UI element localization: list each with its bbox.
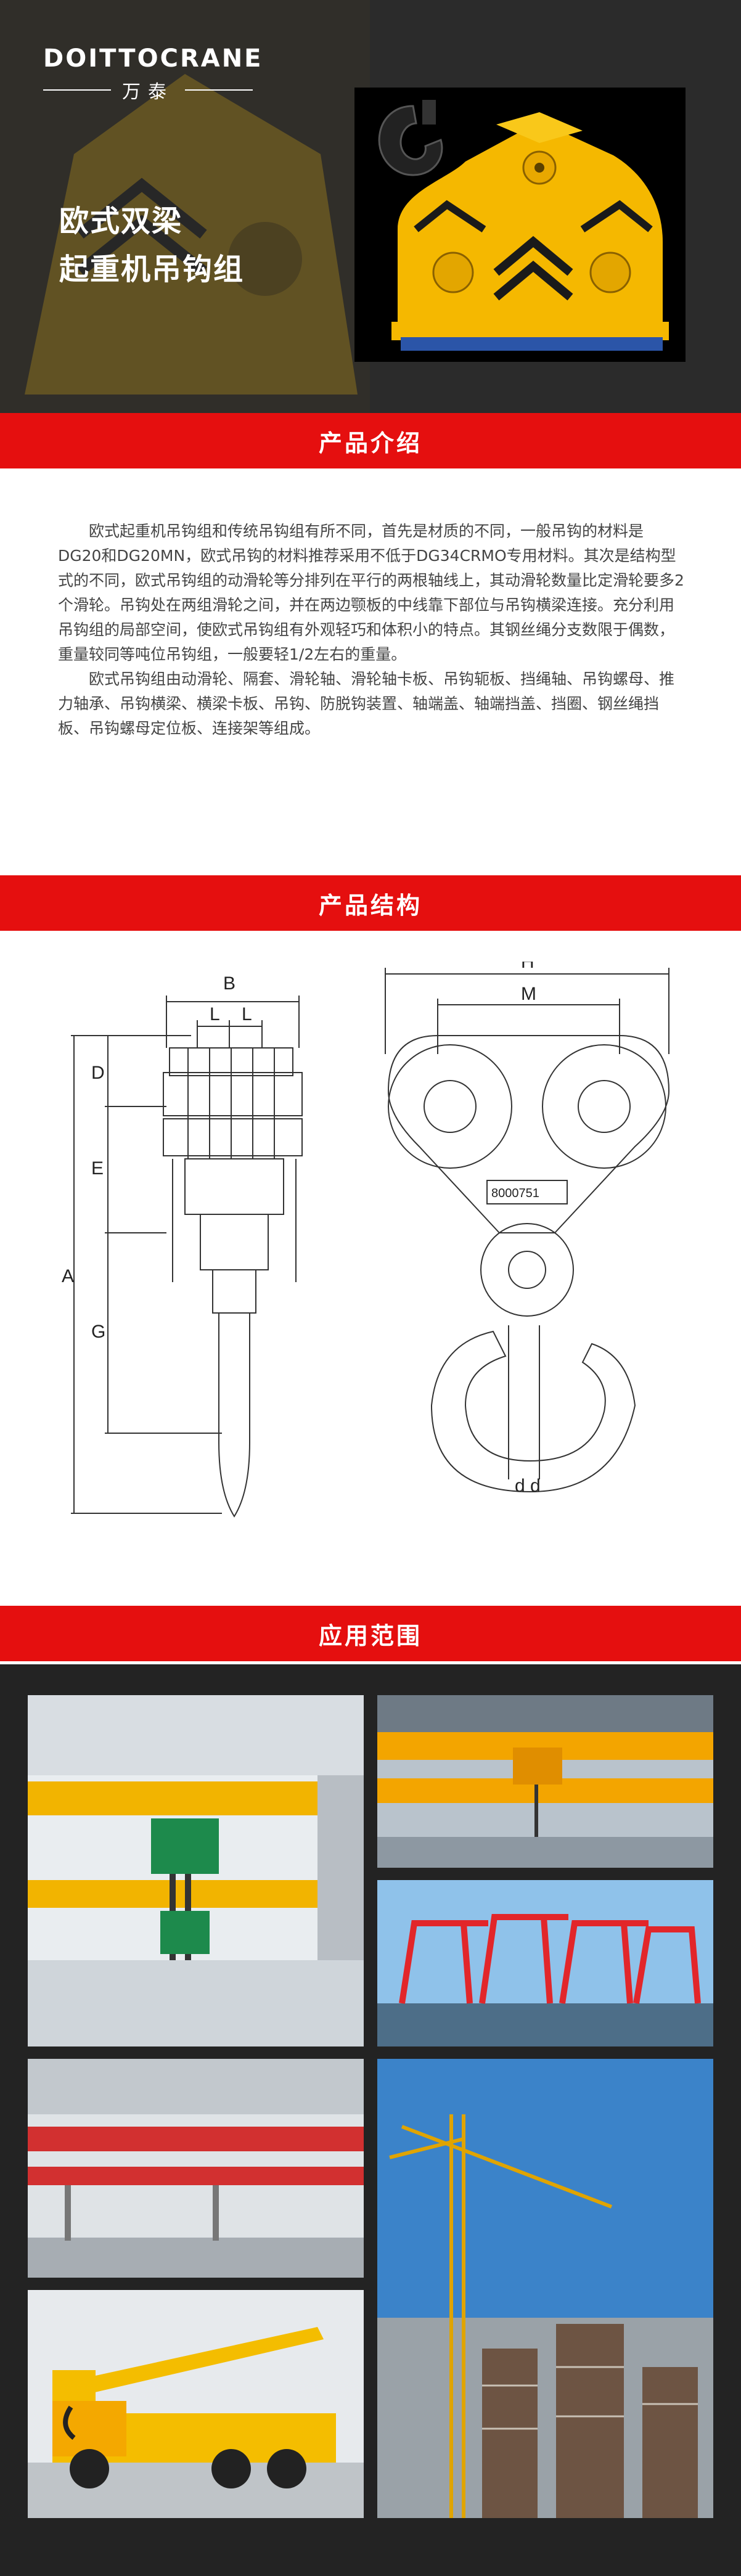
dim-label-E: E <box>91 1158 104 1179</box>
hero-banner: DOITTOCRANE 万泰 欧式双梁 起重机吊钩组 <box>0 0 741 413</box>
dim-label-H: H <box>521 962 534 972</box>
dim-label-d: d <box>530 1476 541 1496</box>
photo-factory-crane <box>28 2059 364 2278</box>
hero-title: 欧式双梁 起重机吊钩组 <box>59 197 244 293</box>
section-header-structure: 产品结构 <box>0 875 741 931</box>
dim-label-L: L <box>242 1004 252 1024</box>
dim-label-L: L <box>210 1004 220 1024</box>
intro-paragraph: 欧式吊钩组由动滑轮、隔套、滑轮轴、滑轮轴卡板、吊钩轭板、挡绳轴、吊钩螺母、推力轴… <box>58 670 675 737</box>
dim-label-G: G <box>91 1322 105 1342</box>
brand-name-cn: 万泰 <box>122 81 174 103</box>
application-gallery <box>0 1664 741 2576</box>
nameplate-text: 8000751 <box>491 1187 539 1200</box>
section-title: 产品介绍 <box>318 429 422 457</box>
photo-overhead-crane <box>377 1695 713 1868</box>
structure-diagram: B L L D E A G H M d d 8000751 <box>62 962 670 1518</box>
brand-name-en: DOITTOCRANE <box>43 44 263 73</box>
hero-title-line-1: 欧式双梁 <box>59 204 183 239</box>
dim-label-M: M <box>521 984 536 1004</box>
dim-label-d: d <box>515 1476 525 1496</box>
photo-truck-crane <box>28 2290 364 2518</box>
hero-title-line-2: 起重机吊钩组 <box>59 252 245 287</box>
hero-background-image <box>0 0 370 413</box>
product-intro: 欧式起重机吊钩组和传统吊钩组有所不同，首先是材质的不同，一般吊钩的材料是DG20… <box>58 519 684 741</box>
brand-logo: DOITTOCRANE 万泰 <box>43 44 263 104</box>
photo-workshop-hoist <box>28 1695 364 2046</box>
dim-label-A: A <box>62 1266 74 1286</box>
photo-port-cranes <box>377 1880 713 2046</box>
photo-tower-crane <box>377 2059 713 2518</box>
logo-divider <box>185 89 253 91</box>
dim-label-B: B <box>223 973 235 994</box>
section-header-application: 应用范围 <box>0 1606 741 1661</box>
hook-block-photo <box>354 88 686 362</box>
logo-divider <box>43 89 111 91</box>
section-header-intro: 产品介绍 <box>0 413 741 468</box>
section-title: 产品结构 <box>318 891 422 919</box>
intro-paragraph: 欧式起重机吊钩组和传统吊钩组有所不同，首先是材质的不同，一般吊钩的材料是DG20… <box>58 522 684 663</box>
dim-label-D: D <box>91 1063 105 1083</box>
section-title: 应用范围 <box>318 1622 422 1650</box>
